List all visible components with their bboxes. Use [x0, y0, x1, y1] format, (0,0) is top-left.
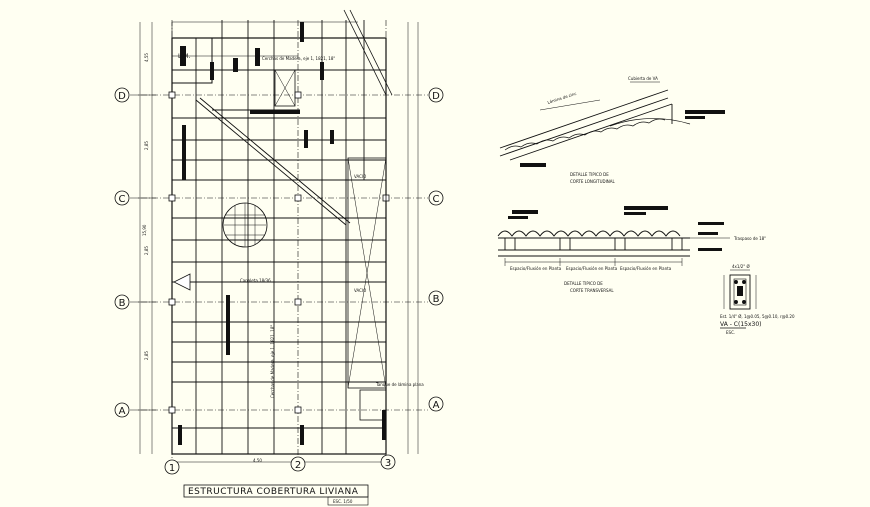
drawing-scale: ESC. 1/50 — [333, 499, 353, 504]
grid-label-c-left: C — [119, 194, 126, 205]
detail1-note: Cubierta de VA — [628, 76, 658, 81]
grid-label-d-right: D — [432, 91, 440, 102]
heavy-beams — [178, 22, 386, 445]
dim-left-3: 2,85 — [144, 351, 149, 360]
detail1-sub: CORTE LONGITUDINAL — [570, 179, 616, 184]
annotation-cerchas-top: Cerchas de Madera, eje 1, 1821, 18" — [262, 56, 335, 61]
purlins — [172, 69, 386, 429]
detail2-title: DETALLE TIPICO DE — [564, 281, 603, 286]
beam-label: VA - C(15x30) — [720, 321, 762, 328]
detail1-title: DETALLE TIPICO DE — [570, 172, 609, 177]
beam-spec: Est. 1/4" Ø, 1@0.05, 5@0.10, r@0.20 — [720, 314, 795, 319]
grid-label-1: 1 — [169, 463, 175, 474]
grid-bubble-b-left — [114, 294, 130, 310]
grid-bubble-c-right — [428, 190, 444, 206]
grid-bubble-a-left — [114, 402, 130, 418]
grid-bubble-d-right — [428, 87, 444, 103]
grid-label-a-right: A — [433, 400, 440, 411]
detail2-note-3: Espacio/Fluxión en Planta — [620, 266, 672, 271]
grid-lines — [130, 20, 428, 462]
room-label: L.M. — [178, 53, 190, 60]
grid-bubble-3 — [380, 454, 396, 470]
detail2-note-1: Espacio/Fluxión en Planta — [510, 266, 562, 271]
grid-bubbles — [114, 87, 444, 475]
annotation-tanque: Tanque de lámina plana — [375, 382, 424, 387]
grid-bubble-labels: D C B A D C B A 1 2 3 — [118, 91, 440, 474]
grid-label-b-left: B — [119, 298, 126, 309]
dim-left-2: 2,85 — [144, 246, 149, 255]
grid-label-3: 3 — [385, 458, 391, 469]
grid-label-a-left: A — [119, 406, 126, 417]
dim-left-4: 4,55 — [144, 53, 149, 62]
dim-bottom: 4,50 — [253, 458, 262, 463]
beam-note: 4x1/2" Ø — [732, 264, 750, 269]
detail2-sub: CORTE TRANSVERSAL — [570, 288, 614, 293]
annotation-cerchas-side: Cerchas de Madera, eje 1, 1821, 18" — [270, 325, 275, 398]
detail2-note-2: Espacio/Fluxión en Planta — [566, 266, 618, 271]
detail1-note2: Lámina de zinc — [547, 91, 577, 105]
vacio-label-1: VACIO — [354, 174, 366, 179]
title-block — [183, 484, 369, 506]
grid-bubble-b-right — [428, 290, 444, 306]
vertical-members — [195, 20, 365, 454]
detail-transversal — [497, 206, 730, 266]
grid-bubble-a-right — [428, 396, 444, 412]
detail-longitudinal — [499, 81, 725, 167]
detail2-side: Traspaso de 18" — [733, 236, 766, 241]
vacio-label-2: VACIO — [354, 288, 366, 293]
plan-annotations: L.M. Cerchas de Madera, eje 1, 1821, 18"… — [142, 53, 424, 463]
drawing-title: ESTRUCTURA COBERTURA LIVIANA — [188, 487, 359, 497]
dim-left-1: 2,85 — [144, 141, 149, 150]
annotation-canaleta: Canaleta 18/36 — [240, 278, 271, 283]
grid-bubble-2 — [290, 456, 306, 472]
grid-label-c-right: C — [433, 194, 440, 205]
grid-bubble-1 — [164, 459, 180, 475]
grid-label-2: 2 — [295, 460, 301, 471]
grid-bubble-c-left — [114, 190, 130, 206]
grid-bubble-d-left — [114, 87, 130, 103]
beam-section — [720, 269, 757, 329]
beam-sub: ESC. — [726, 330, 735, 335]
grid-label-b-right: B — [433, 294, 440, 305]
dim-left-total: 15,90 — [142, 224, 147, 236]
grid-label-d-left: D — [118, 91, 126, 102]
roof-plan — [130, 9, 428, 463]
